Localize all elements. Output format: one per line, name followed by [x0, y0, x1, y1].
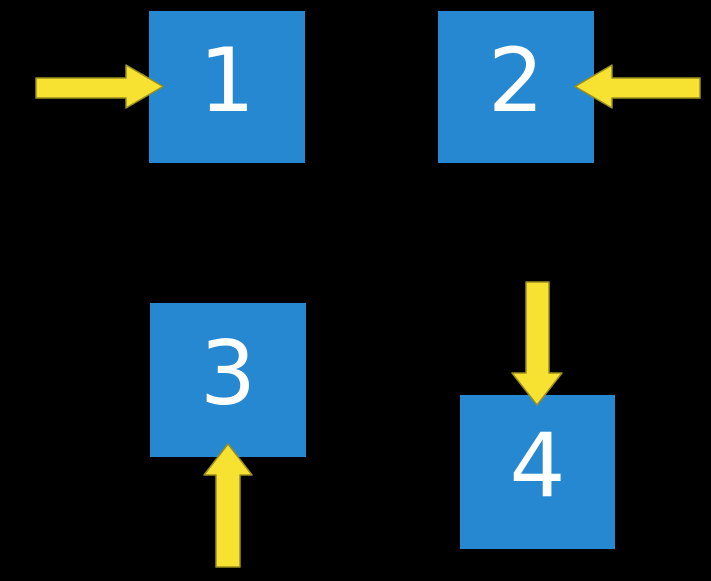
square-1: 1: [149, 11, 305, 163]
square-4: 4: [460, 395, 615, 549]
arrow-up-icon: [203, 443, 253, 568]
arrow-right-icon: [35, 64, 164, 109]
square-3-label: 3: [200, 322, 256, 425]
arrow-down-icon: [511, 281, 563, 406]
square-2: 2: [438, 11, 594, 163]
square-3: 3: [150, 303, 306, 457]
square-2-label: 2: [488, 29, 544, 132]
square-4-label: 4: [509, 414, 566, 517]
square-1-label: 1: [199, 29, 255, 132]
